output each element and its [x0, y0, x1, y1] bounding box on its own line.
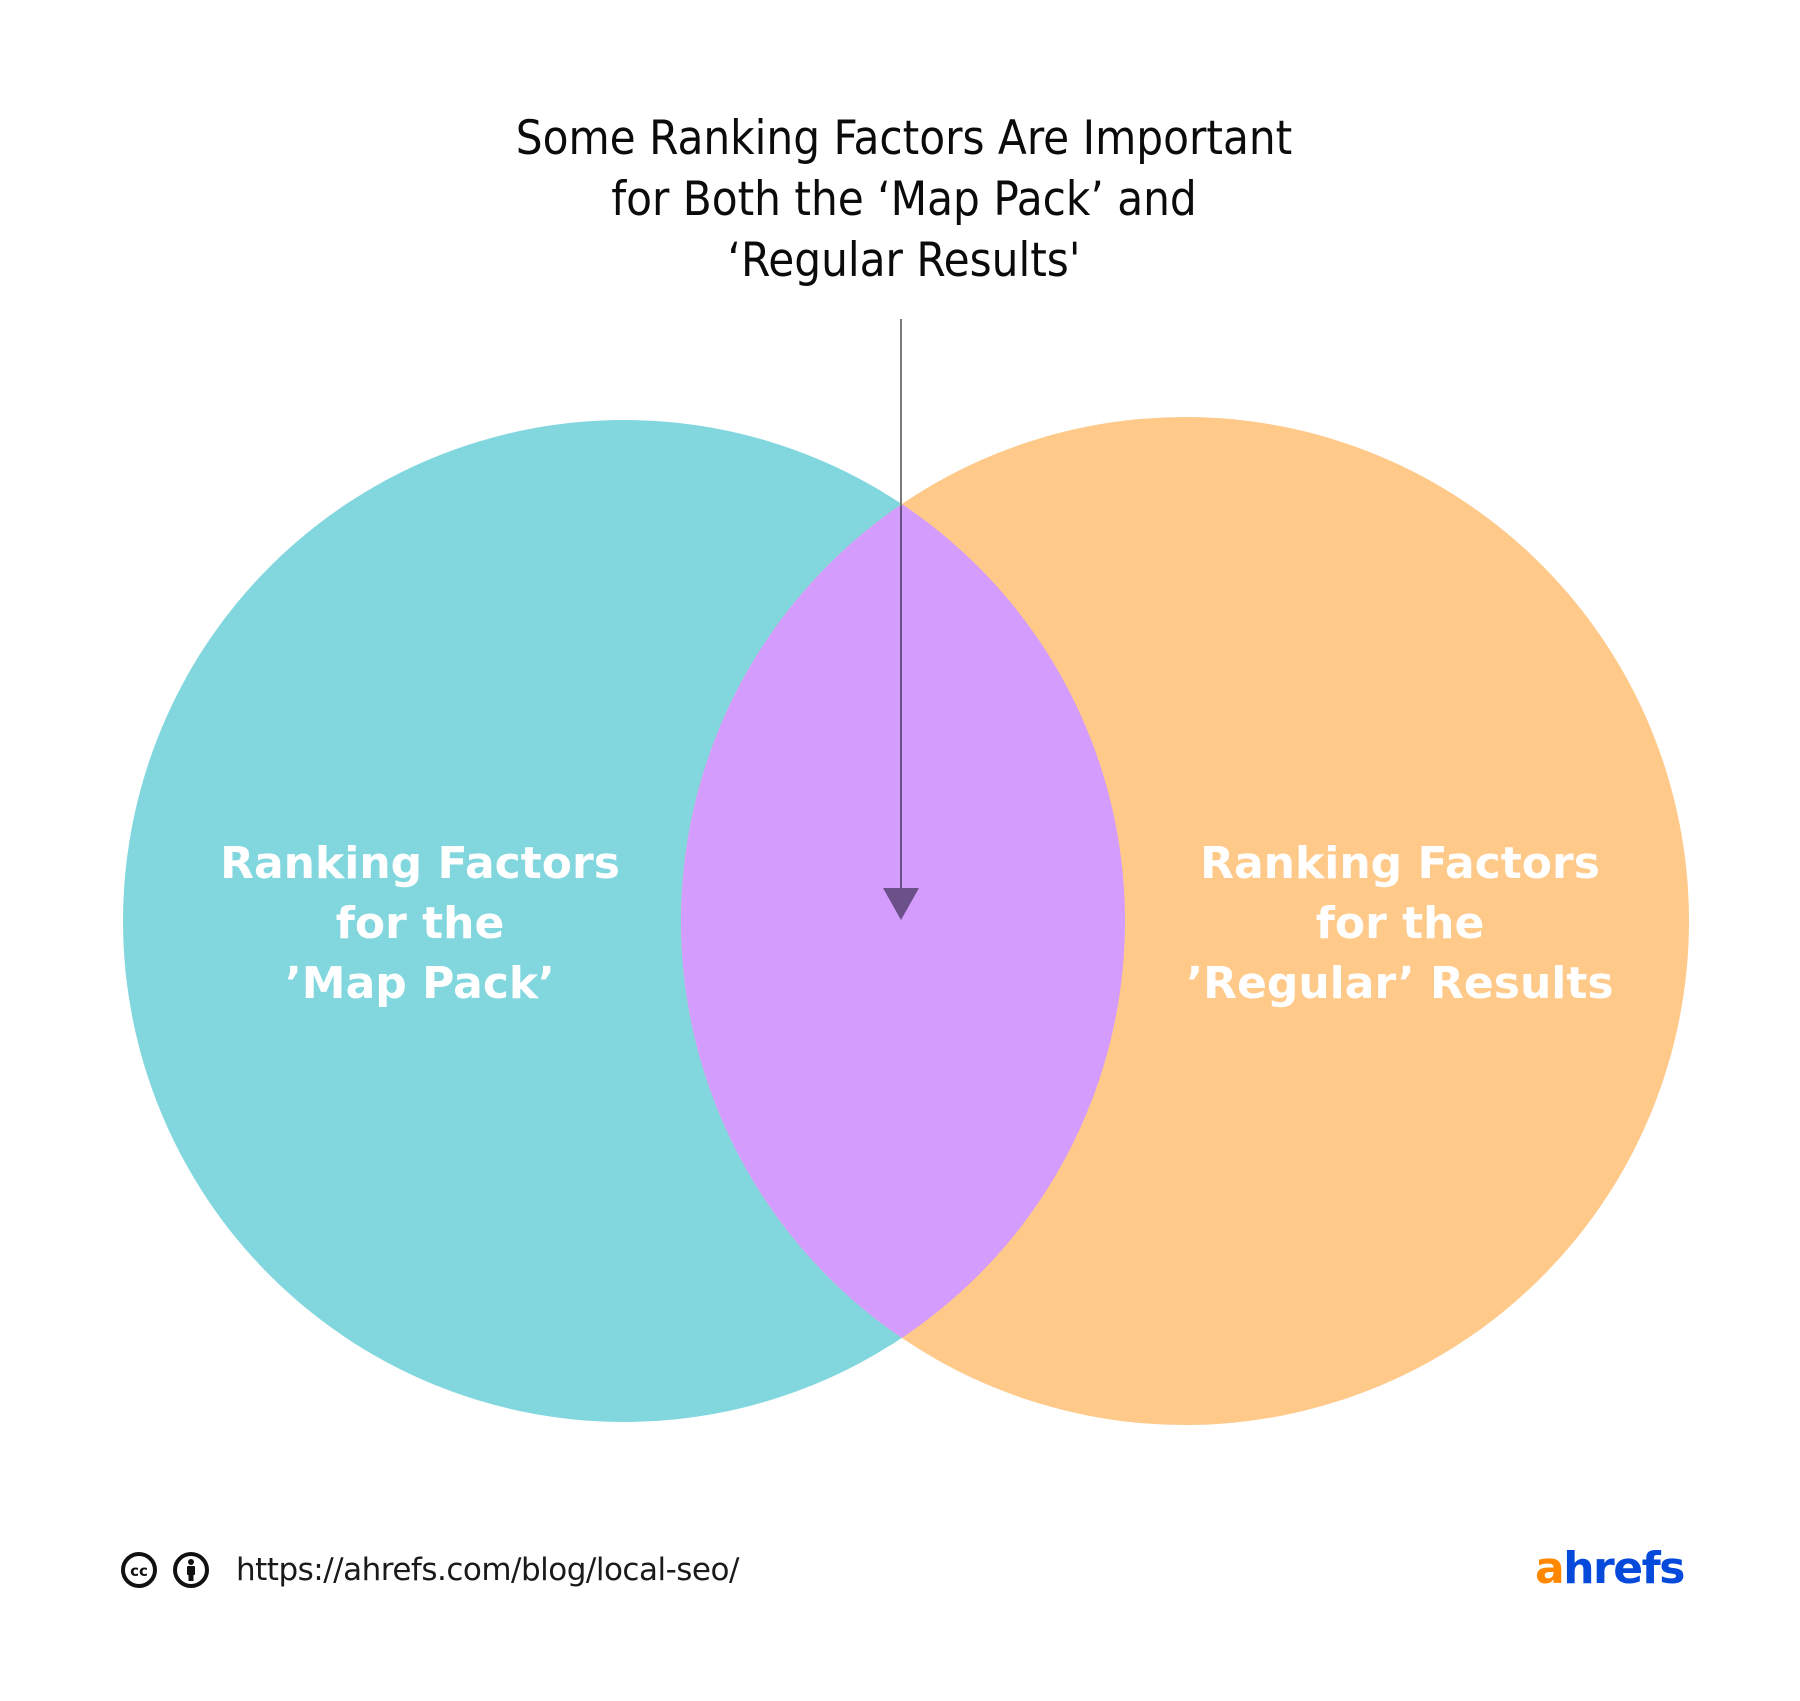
label-line: ’Map Pack’ [285, 958, 555, 1009]
label-line: Ranking Factors [1200, 838, 1600, 889]
arrow-head-icon [883, 888, 919, 920]
title-line: ‘Regular Results' [727, 233, 1081, 288]
diagram-title: Some Ranking Factors Are Important for B… [0, 108, 1800, 291]
regular-results-label: Ranking Factors for the ’Regular’ Result… [1160, 834, 1640, 1014]
creative-commons-icon: cc [121, 1552, 157, 1588]
title-line: Some Ranking Factors Are Important [515, 111, 1293, 166]
label-line: Ranking Factors [220, 838, 620, 889]
label-line: for the [335, 898, 505, 949]
footer: cc https://ahrefs.com/blog/local-seo/ [120, 1548, 739, 1592]
source-url[interactable]: https://ahrefs.com/blog/local-seo/ [236, 1552, 739, 1588]
overlap-region [681, 420, 1125, 1422]
svg-text:cc: cc [130, 1562, 148, 1580]
attribution-icon [173, 1552, 209, 1588]
label-line: ’Regular’ Results [1186, 958, 1614, 1009]
title-line: for Both the ‘Map Pack’ and [611, 172, 1197, 227]
ahrefs-logo: ahrefs [1535, 1543, 1685, 1594]
map-pack-label: Ranking Factors for the ’Map Pack’ [220, 834, 620, 1014]
label-line: for the [1315, 898, 1485, 949]
logo-first-letter: a [1535, 1543, 1565, 1594]
logo-rest: hrefs [1563, 1543, 1685, 1594]
